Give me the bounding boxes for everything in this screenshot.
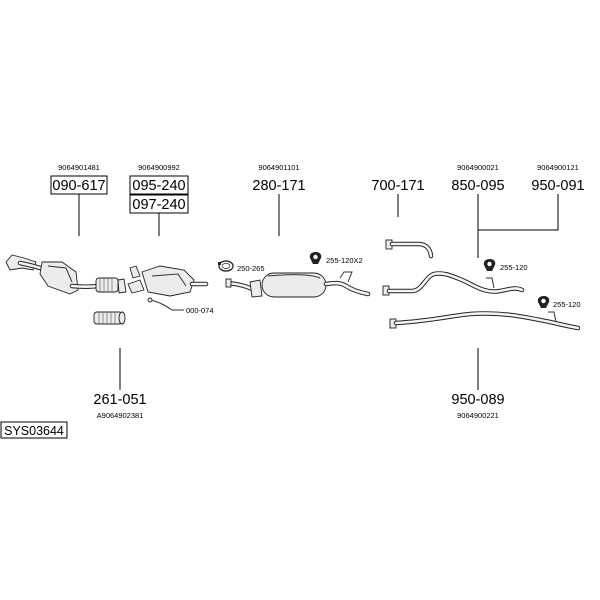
oem-number: 9064900221	[457, 411, 499, 420]
accessory-label: 255-120	[500, 263, 528, 272]
hanger-bracket	[486, 277, 495, 289]
part-label-090-617[interactable]: 9064901481 090-617	[50, 163, 108, 236]
accessory-label: 255-120X2	[326, 256, 363, 265]
accessory-250-265[interactable]: 250-265	[218, 260, 265, 273]
flex-section	[95, 277, 119, 293]
rubber-hanger-icon	[537, 296, 550, 308]
hanger-bracket	[548, 311, 557, 323]
part-number-box	[129, 175, 189, 195]
oem-number: A9064902381	[97, 411, 144, 420]
part-label-950-089[interactable]: 950-089 9064900221	[451, 348, 505, 420]
part-label-950-091[interactable]: 9064900121 950-091	[478, 163, 585, 231]
accessory-255-120x2[interactable]: 255-120X2	[309, 252, 363, 265]
oem-number: 9064900121	[537, 163, 579, 172]
hanger-bracket	[339, 271, 353, 283]
part-label-700-171[interactable]: 700-171	[371, 178, 425, 217]
long-rear-pipe-drawing[interactable]	[389, 311, 581, 331]
part-label-280-171[interactable]: 9064901101 280-171	[252, 163, 306, 236]
catalyst-body	[39, 261, 79, 295]
part-label-095-240[interactable]: 9064900992 095-240	[129, 163, 189, 195]
accessory-label: 250-265	[237, 264, 265, 273]
rubber-hanger-icon	[483, 259, 496, 271]
part-number: 097-240	[132, 197, 185, 213]
part-number: 090-617	[52, 178, 105, 194]
particulate-filter-drawing[interactable]	[127, 265, 209, 311]
oem-number: 9064900021	[457, 163, 499, 172]
accessory-255-120-upper[interactable]: 255-120	[483, 259, 528, 272]
oem-number: 9064900992	[138, 163, 180, 172]
part-label-097-240[interactable]: 097-240	[129, 194, 189, 236]
flex-pipe-drawing[interactable]	[93, 311, 126, 325]
accessory-255-120-lower[interactable]: 255-120	[537, 296, 581, 309]
tail-pipe-drawing[interactable]	[385, 239, 434, 259]
accessory-000-074[interactable]: 000-074	[180, 306, 214, 315]
accessory-label: 255-120	[553, 300, 581, 309]
rear-pipe-drawing[interactable]	[382, 271, 525, 296]
diagram-code: SYS03644	[4, 424, 64, 438]
sensor-wire	[149, 299, 182, 311]
part-number: 261-051	[93, 392, 146, 408]
filter-body	[141, 265, 195, 297]
diagram-code-box	[0, 421, 68, 439]
clamp-ring-icon	[218, 260, 234, 272]
accessory-label: 000-074	[186, 306, 214, 315]
part-number: 950-089	[451, 392, 504, 408]
oem-number: 9064901481	[58, 163, 100, 172]
inlet-flange	[127, 279, 145, 294]
oem-number: 9064901101	[258, 163, 299, 172]
middle-silencer-drawing[interactable]	[225, 271, 371, 298]
part-label-261-051[interactable]: 261-051 A9064902381	[93, 348, 147, 420]
part-number: 095-240	[132, 178, 185, 194]
leader-line	[478, 194, 559, 231]
part-number: 950-091	[531, 178, 584, 194]
part-number: 700-171	[371, 178, 424, 194]
part-label-850-095[interactable]: 9064900021 850-095	[451, 163, 505, 258]
diagram-code-label: SYS03644	[0, 421, 68, 439]
rubber-hanger-icon	[309, 252, 322, 264]
front-pipe-catalyst-drawing[interactable]	[5, 254, 127, 295]
part-number: 280-171	[252, 178, 305, 194]
part-number: 850-095	[451, 178, 504, 194]
